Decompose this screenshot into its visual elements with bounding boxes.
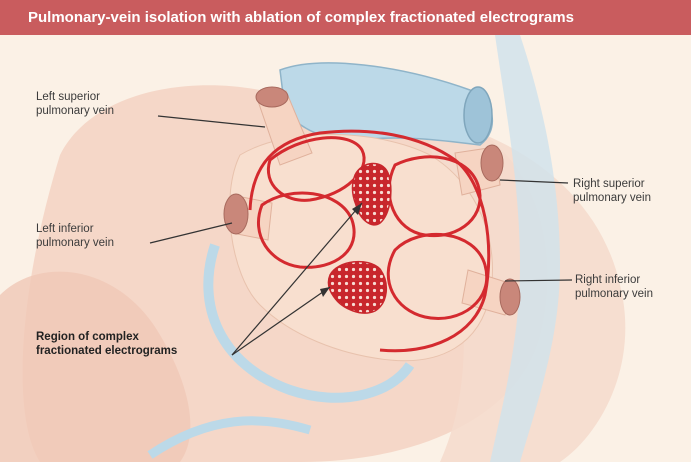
label-left-inferior-pv: Left inferior pulmonary vein [36, 222, 114, 250]
label-left-inferior-line2: pulmonary vein [36, 236, 114, 250]
label-cfe-region: Region of complex fractionated electrogr… [36, 330, 177, 358]
label-right-superior-line2: pulmonary vein [573, 191, 651, 205]
label-left-superior-line1: Left superior [36, 90, 114, 104]
vena-cava-opening [464, 87, 492, 143]
figure-title: Pulmonary-vein isolation with ablation o… [0, 0, 691, 35]
label-right-superior-line1: Right superior [573, 177, 651, 191]
label-cfe-line1: Region of complex [36, 330, 177, 344]
label-left-superior-pv: Left superior pulmonary vein [36, 90, 114, 118]
label-right-inferior-line2: pulmonary vein [575, 287, 653, 301]
label-cfe-line2: fractionated electrograms [36, 344, 177, 358]
label-right-inferior-line1: Right inferior [575, 273, 653, 287]
label-left-superior-line2: pulmonary vein [36, 104, 114, 118]
label-left-inferior-line1: Left inferior [36, 222, 114, 236]
label-right-inferior-pv: Right inferior pulmonary vein [575, 273, 653, 301]
label-right-superior-pv: Right superior pulmonary vein [573, 177, 651, 205]
